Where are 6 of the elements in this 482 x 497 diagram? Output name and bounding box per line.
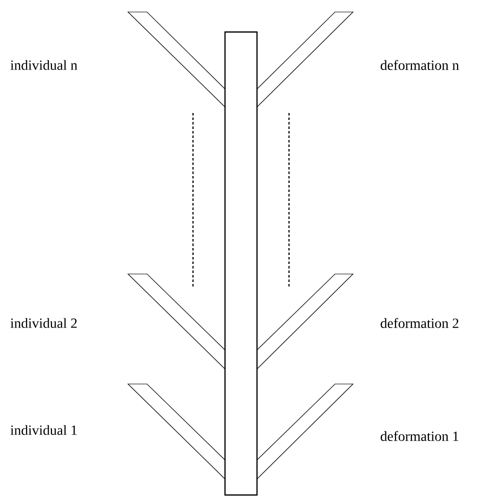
branch-label: deformation 1 bbox=[380, 431, 458, 441]
branch-label: deformation n bbox=[380, 60, 459, 70]
branch-label: deformation 2 bbox=[380, 318, 458, 328]
branch-label: individual n bbox=[10, 60, 78, 70]
branch-label: individual 1 bbox=[10, 425, 77, 435]
branch-label: individual 2 bbox=[10, 318, 77, 328]
